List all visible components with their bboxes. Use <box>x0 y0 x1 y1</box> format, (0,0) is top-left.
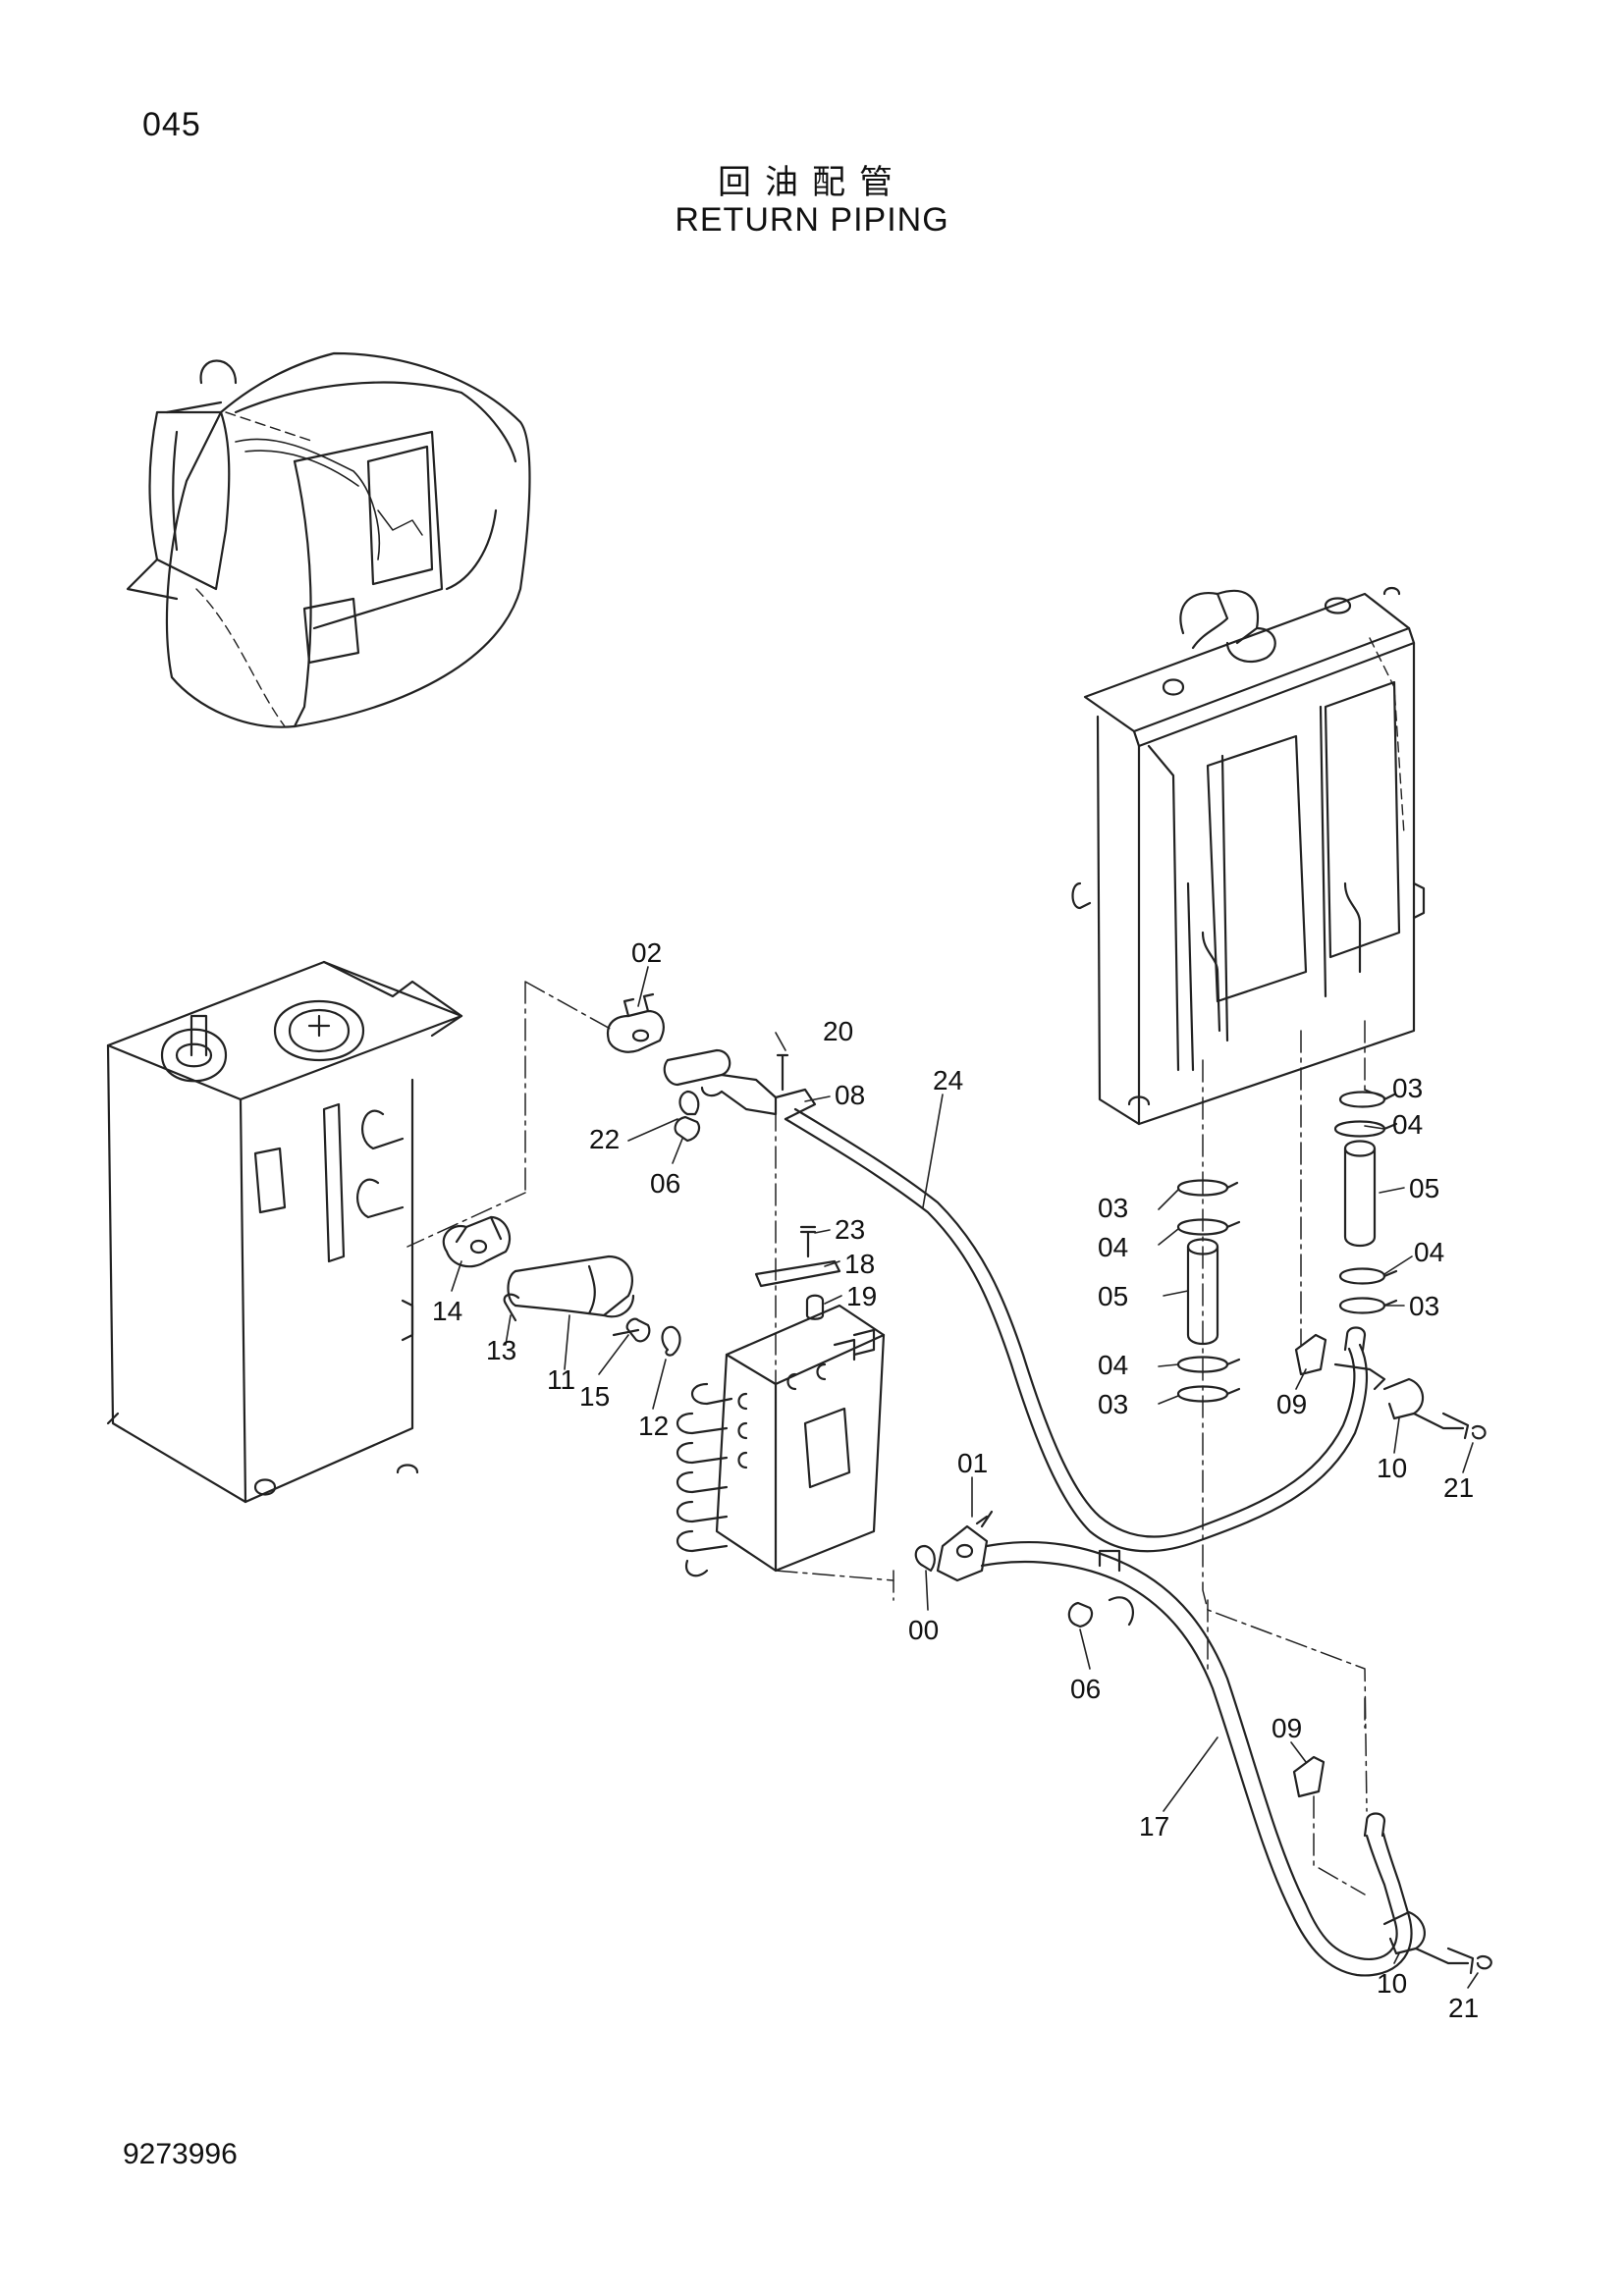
hose-05-left-with-clamps <box>1176 1179 1241 1403</box>
assembly-dash-lines <box>406 981 1368 1896</box>
clip-bracket-lower <box>1292 1755 1492 1975</box>
callout-label: 24 <box>933 1065 963 1095</box>
callout-label: 01 <box>957 1448 988 1478</box>
callout-label: 03 <box>1098 1193 1128 1223</box>
callout-label: 10 <box>1377 1968 1407 1999</box>
hydraulic-oil-tank <box>106 960 463 1504</box>
callout-label: 15 <box>579 1381 610 1412</box>
tank-return-fittings <box>442 1215 681 1357</box>
title-chinese: 回油配管 <box>718 163 906 202</box>
callout-label: 09 <box>1276 1389 1307 1419</box>
callout-label: 19 <box>846 1281 877 1311</box>
callout-label: 13 <box>486 1335 516 1365</box>
excavator-cab-illustration <box>126 351 531 728</box>
callout-label: 03 <box>1392 1073 1423 1103</box>
callout-label: 20 <box>823 1016 853 1046</box>
document-number: 9273996 <box>123 2138 238 2170</box>
callout-label: 23 <box>835 1214 865 1245</box>
callout-label: 03 <box>1098 1389 1128 1419</box>
callout-label: 04 <box>1414 1237 1444 1267</box>
callout-label: 04 <box>1098 1232 1128 1262</box>
callout-label: 14 <box>432 1296 462 1326</box>
callout-leader-lines <box>451 966 1479 1989</box>
page-number: 045 <box>142 106 201 143</box>
callout-label: 04 <box>1392 1109 1423 1140</box>
callout-labels: 02 20 08 22 06 24 23 18 19 14 13 11 15 1… <box>432 937 1479 2023</box>
title-english: RETURN PIPING <box>675 201 949 239</box>
callout-label: 21 <box>1443 1472 1474 1503</box>
bracket-18-set <box>754 1225 841 1320</box>
callout-label: 06 <box>1070 1674 1101 1704</box>
callout-label: 08 <box>835 1080 865 1110</box>
callout-label: 18 <box>844 1249 875 1279</box>
control-valve <box>676 1304 886 1577</box>
callout-label: 03 <box>1409 1291 1439 1321</box>
callout-label: 05 <box>1098 1281 1128 1311</box>
callout-label: 00 <box>908 1615 939 1645</box>
callout-label: 02 <box>631 937 662 968</box>
hose-05-right-with-clamps <box>1333 1091 1398 1314</box>
callout-label: 17 <box>1139 1811 1169 1842</box>
callout-label: 05 <box>1409 1173 1439 1203</box>
return-pipe-17-assembly <box>914 1510 1413 1977</box>
callout-label: 06 <box>650 1168 680 1199</box>
callout-label: 09 <box>1272 1713 1302 1743</box>
radiator-cooler-assembly <box>1071 586 1426 1126</box>
callout-label: 04 <box>1098 1350 1128 1380</box>
return-pipe-24-assembly <box>606 992 1386 1553</box>
clip-bracket-upper <box>1294 1333 1487 1440</box>
callout-label: 11 <box>547 1364 575 1395</box>
callout-label: 10 <box>1377 1453 1407 1483</box>
callout-label: 12 <box>638 1411 669 1441</box>
callout-label: 22 <box>589 1124 620 1154</box>
callout-label: 21 <box>1448 1993 1479 2023</box>
